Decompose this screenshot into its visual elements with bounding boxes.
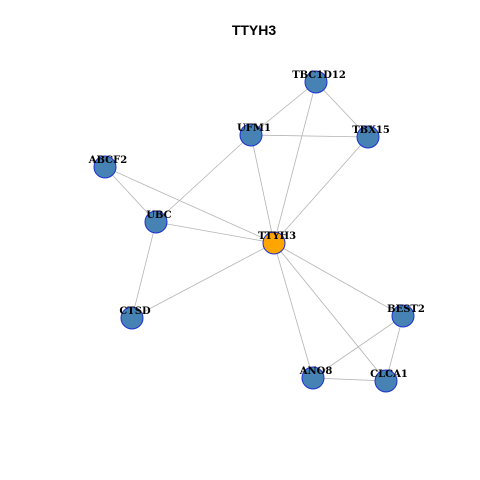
edge-ufm1-ttyh3: [250, 134, 275, 244]
node-label-tbc1d12: TBC1D12: [292, 70, 346, 81]
edge-ctsd-ttyh3: [131, 242, 275, 319]
node-tbx15: [356, 125, 380, 149]
graph-title: TTYH3: [232, 22, 277, 38]
node-label-ttyh3: TTYH3: [258, 231, 296, 242]
node-label-abcf2: ABCF2: [88, 155, 127, 166]
node-ufm1: [239, 123, 263, 147]
nodes-layer: [93, 70, 415, 393]
edge-best2-ano8: [312, 315, 404, 379]
node-label-best2: BEST2: [387, 304, 425, 315]
node-label-ufm1: UFM1: [237, 123, 271, 134]
edge-tbc1d12-ufm1: [250, 81, 317, 136]
edge-tbc1d12-tbx15: [315, 81, 369, 138]
node-ubc: [144, 210, 168, 234]
node-abcf2: [93, 155, 117, 179]
edge-tbc1d12-ttyh3: [273, 81, 317, 244]
edge-ubc-ttyh3: [155, 221, 275, 244]
edge-abcf2-ubc: [104, 166, 157, 223]
node-label-clca1: CLCA1: [370, 369, 408, 380]
node-ttyh3: [262, 231, 286, 255]
edge-ttyh3-ano8: [273, 242, 314, 379]
node-label-tbx15: TBX15: [352, 125, 390, 136]
edge-ano8-clca1: [312, 377, 387, 382]
node-best2: [391, 304, 415, 328]
edge-ufm1-ubc: [155, 134, 252, 223]
node-label-ctsd: CTSD: [119, 306, 151, 317]
node-tbc1d12: [304, 70, 328, 94]
node-ano8: [301, 366, 325, 390]
edge-abcf2-ttyh3: [104, 166, 275, 244]
edge-tbx15-ttyh3: [273, 136, 369, 244]
node-ctsd: [120, 306, 144, 330]
edge-ufm1-tbx15: [250, 134, 369, 138]
node-label-ubc: UBC: [146, 210, 171, 221]
edge-ttyh3-best2: [273, 242, 404, 317]
edge-ttyh3-clca1: [273, 242, 387, 382]
node-clca1: [374, 369, 398, 393]
node-label-ano8: ANO8: [299, 366, 333, 377]
edge-ubc-ctsd: [131, 221, 157, 319]
edges-layer: [104, 81, 404, 382]
